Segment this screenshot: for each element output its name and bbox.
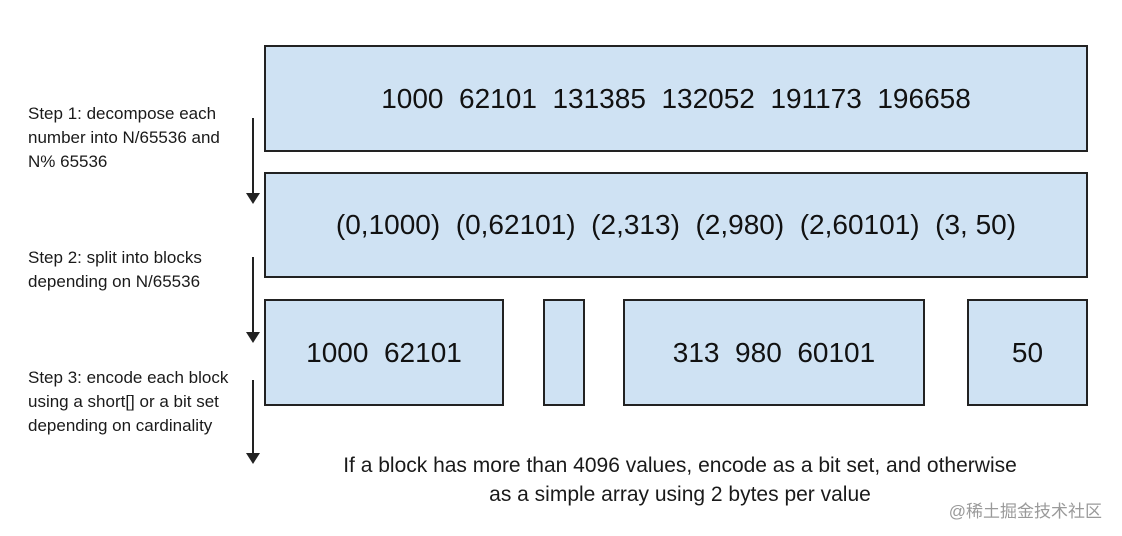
block-1-empty bbox=[543, 299, 585, 406]
block-3-text: 50 bbox=[1011, 336, 1044, 368]
step-1-arrow bbox=[246, 118, 260, 204]
pairs-box: (0,1000) (0,62101) (2,313) (2,980) (2,60… bbox=[264, 172, 1088, 278]
step-2-label: Step 2: split into blocks depending on N… bbox=[28, 248, 202, 291]
pairs-text: (0,1000) (0,62101) (2,313) (2,980) (2,60… bbox=[335, 209, 1017, 240]
footnote: If a block has more than 4096 values, en… bbox=[270, 451, 1090, 509]
block-3: 50 bbox=[967, 299, 1088, 406]
footnote-line-1: If a block has more than 4096 values, en… bbox=[343, 454, 1017, 477]
step-1-label: Step 1: decompose each number into N/655… bbox=[28, 104, 220, 171]
block-2: 313 980 60101 bbox=[623, 299, 925, 406]
footnote-line-2: as a simple array using 2 bytes per valu… bbox=[489, 483, 871, 506]
step-2-arrow bbox=[246, 257, 260, 343]
step-3-label: Step 3: encode each block using a short[… bbox=[28, 368, 229, 435]
block-0: 1000 62101 bbox=[264, 299, 504, 406]
numbers-box: 1000 62101 131385 132052 191173 196658 bbox=[264, 45, 1088, 152]
watermark: @稀土掘金技术社区 bbox=[948, 502, 1102, 521]
step-3-arrow bbox=[246, 380, 260, 464]
numbers-text: 1000 62101 131385 132052 191173 196658 bbox=[381, 82, 971, 114]
block-0-text: 1000 62101 bbox=[306, 336, 462, 368]
block-2-text: 313 980 60101 bbox=[672, 336, 876, 368]
